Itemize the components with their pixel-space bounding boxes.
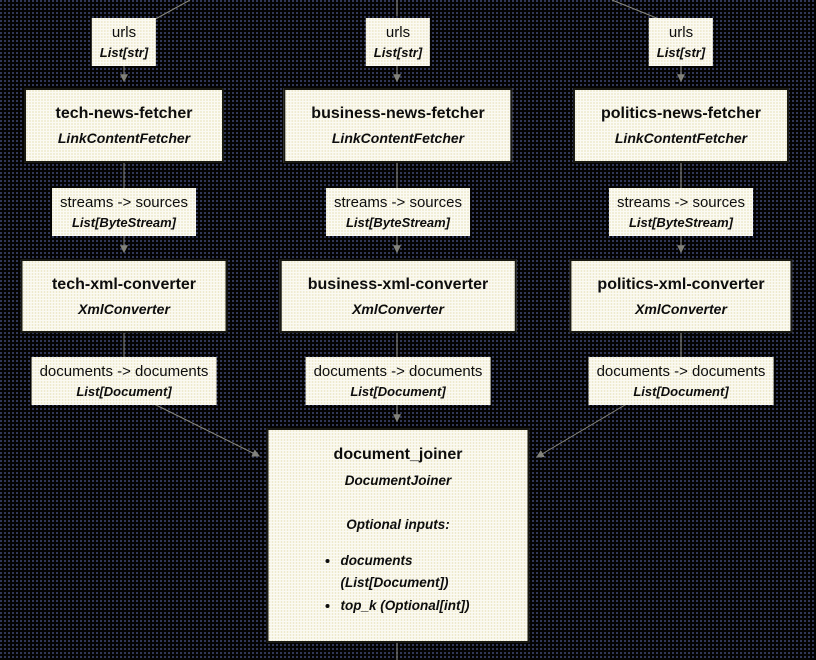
edge-label-to-joiner-politics — [535, 401, 631, 458]
node-name: tech-xml-converter — [51, 275, 197, 293]
node-tech-news-fetcher: tech-news-fetcher LinkContentFetcher — [24, 88, 224, 163]
node-class: LinkContentFetcher — [331, 130, 465, 146]
node-class: LinkContentFetcher — [614, 130, 748, 146]
edge-label-streams-business: streams -> sources List[ByteStream] — [326, 188, 470, 236]
edge-label-type: List[Document] — [633, 384, 729, 399]
node-business-news-fetcher: business-news-fetcher LinkContentFetcher — [283, 88, 513, 163]
edge-label-documents-business: documents -> documents List[Document] — [305, 357, 491, 405]
edge-label-type: List[ByteStream] — [345, 215, 451, 230]
edge-label-name: urls — [111, 24, 137, 41]
optional-inputs-list: documents (List[Document]) top_k (Option… — [269, 550, 528, 617]
node-class: LinkContentFetcher — [57, 130, 191, 146]
edge-label-urls-tech: urls List[str] — [91, 18, 157, 66]
edge-label-type: List[str] — [99, 45, 149, 60]
node-class: DocumentJoiner — [344, 473, 452, 488]
node-class: XmlConverter — [352, 300, 444, 317]
edge-label-name: documents -> documents — [39, 363, 209, 380]
optional-inputs-header: Optional inputs: — [346, 517, 450, 532]
edge-label-to-joiner-tech — [149, 401, 261, 457]
node-document-joiner: document_joiner DocumentJoiner Optional … — [266, 428, 530, 643]
node-name: document_joiner — [333, 446, 463, 463]
edge-label-type: List[Document] — [350, 384, 446, 399]
edge-label-type: List[Document] — [76, 384, 172, 399]
edge-label-name: urls — [385, 24, 411, 41]
edge-label-name: streams -> sources — [60, 194, 188, 211]
edge-label-name: documents -> documents — [596, 363, 766, 380]
node-tech-xml-converter: tech-xml-converter XmlConverter — [20, 259, 228, 333]
node-politics-news-fetcher: politics-news-fetcher LinkContentFetcher — [572, 88, 790, 163]
node-business-xml-converter: business-xml-converter XmlConverter — [279, 259, 517, 333]
optional-input-item: top_k (Optional[int]) — [341, 595, 503, 617]
node-name: tech-news-fetcher — [55, 105, 193, 122]
edge-label-documents-tech: documents -> documents List[Document] — [31, 357, 217, 405]
node-politics-xml-converter: politics-xml-converter XmlConverter — [569, 259, 793, 333]
node-class: XmlConverter — [78, 300, 170, 317]
node-name: business-news-fetcher — [311, 105, 485, 122]
node-name: politics-xml-converter — [597, 275, 765, 293]
edge-top-into-urls-politics — [611, 0, 665, 22]
edge-label-name: streams -> sources — [334, 194, 462, 211]
edge-label-urls-politics: urls List[str] — [648, 18, 714, 66]
edge-label-name: urls — [668, 24, 694, 41]
edge-label-streams-tech: streams -> sources List[ByteStream] — [52, 188, 196, 236]
node-name: politics-news-fetcher — [600, 105, 762, 122]
node-class: XmlConverter — [635, 300, 727, 317]
edge-label-type: List[ByteStream] — [628, 215, 734, 230]
edge-top-into-urls-tech — [149, 0, 191, 23]
edge-label-urls-business: urls List[str] — [365, 18, 431, 66]
edge-label-type: List[str] — [656, 45, 706, 60]
edge-label-name: streams -> sources — [617, 194, 745, 211]
optional-input-item: documents (List[Document]) — [341, 550, 503, 594]
edge-label-streams-politics: streams -> sources List[ByteStream] — [609, 188, 753, 236]
node-name: business-xml-converter — [307, 275, 489, 293]
edge-label-type: List[ByteStream] — [71, 215, 177, 230]
edge-label-type: List[str] — [373, 45, 423, 60]
edge-label-documents-politics: documents -> documents List[Document] — [588, 357, 774, 405]
edge-label-name: documents -> documents — [313, 363, 483, 380]
